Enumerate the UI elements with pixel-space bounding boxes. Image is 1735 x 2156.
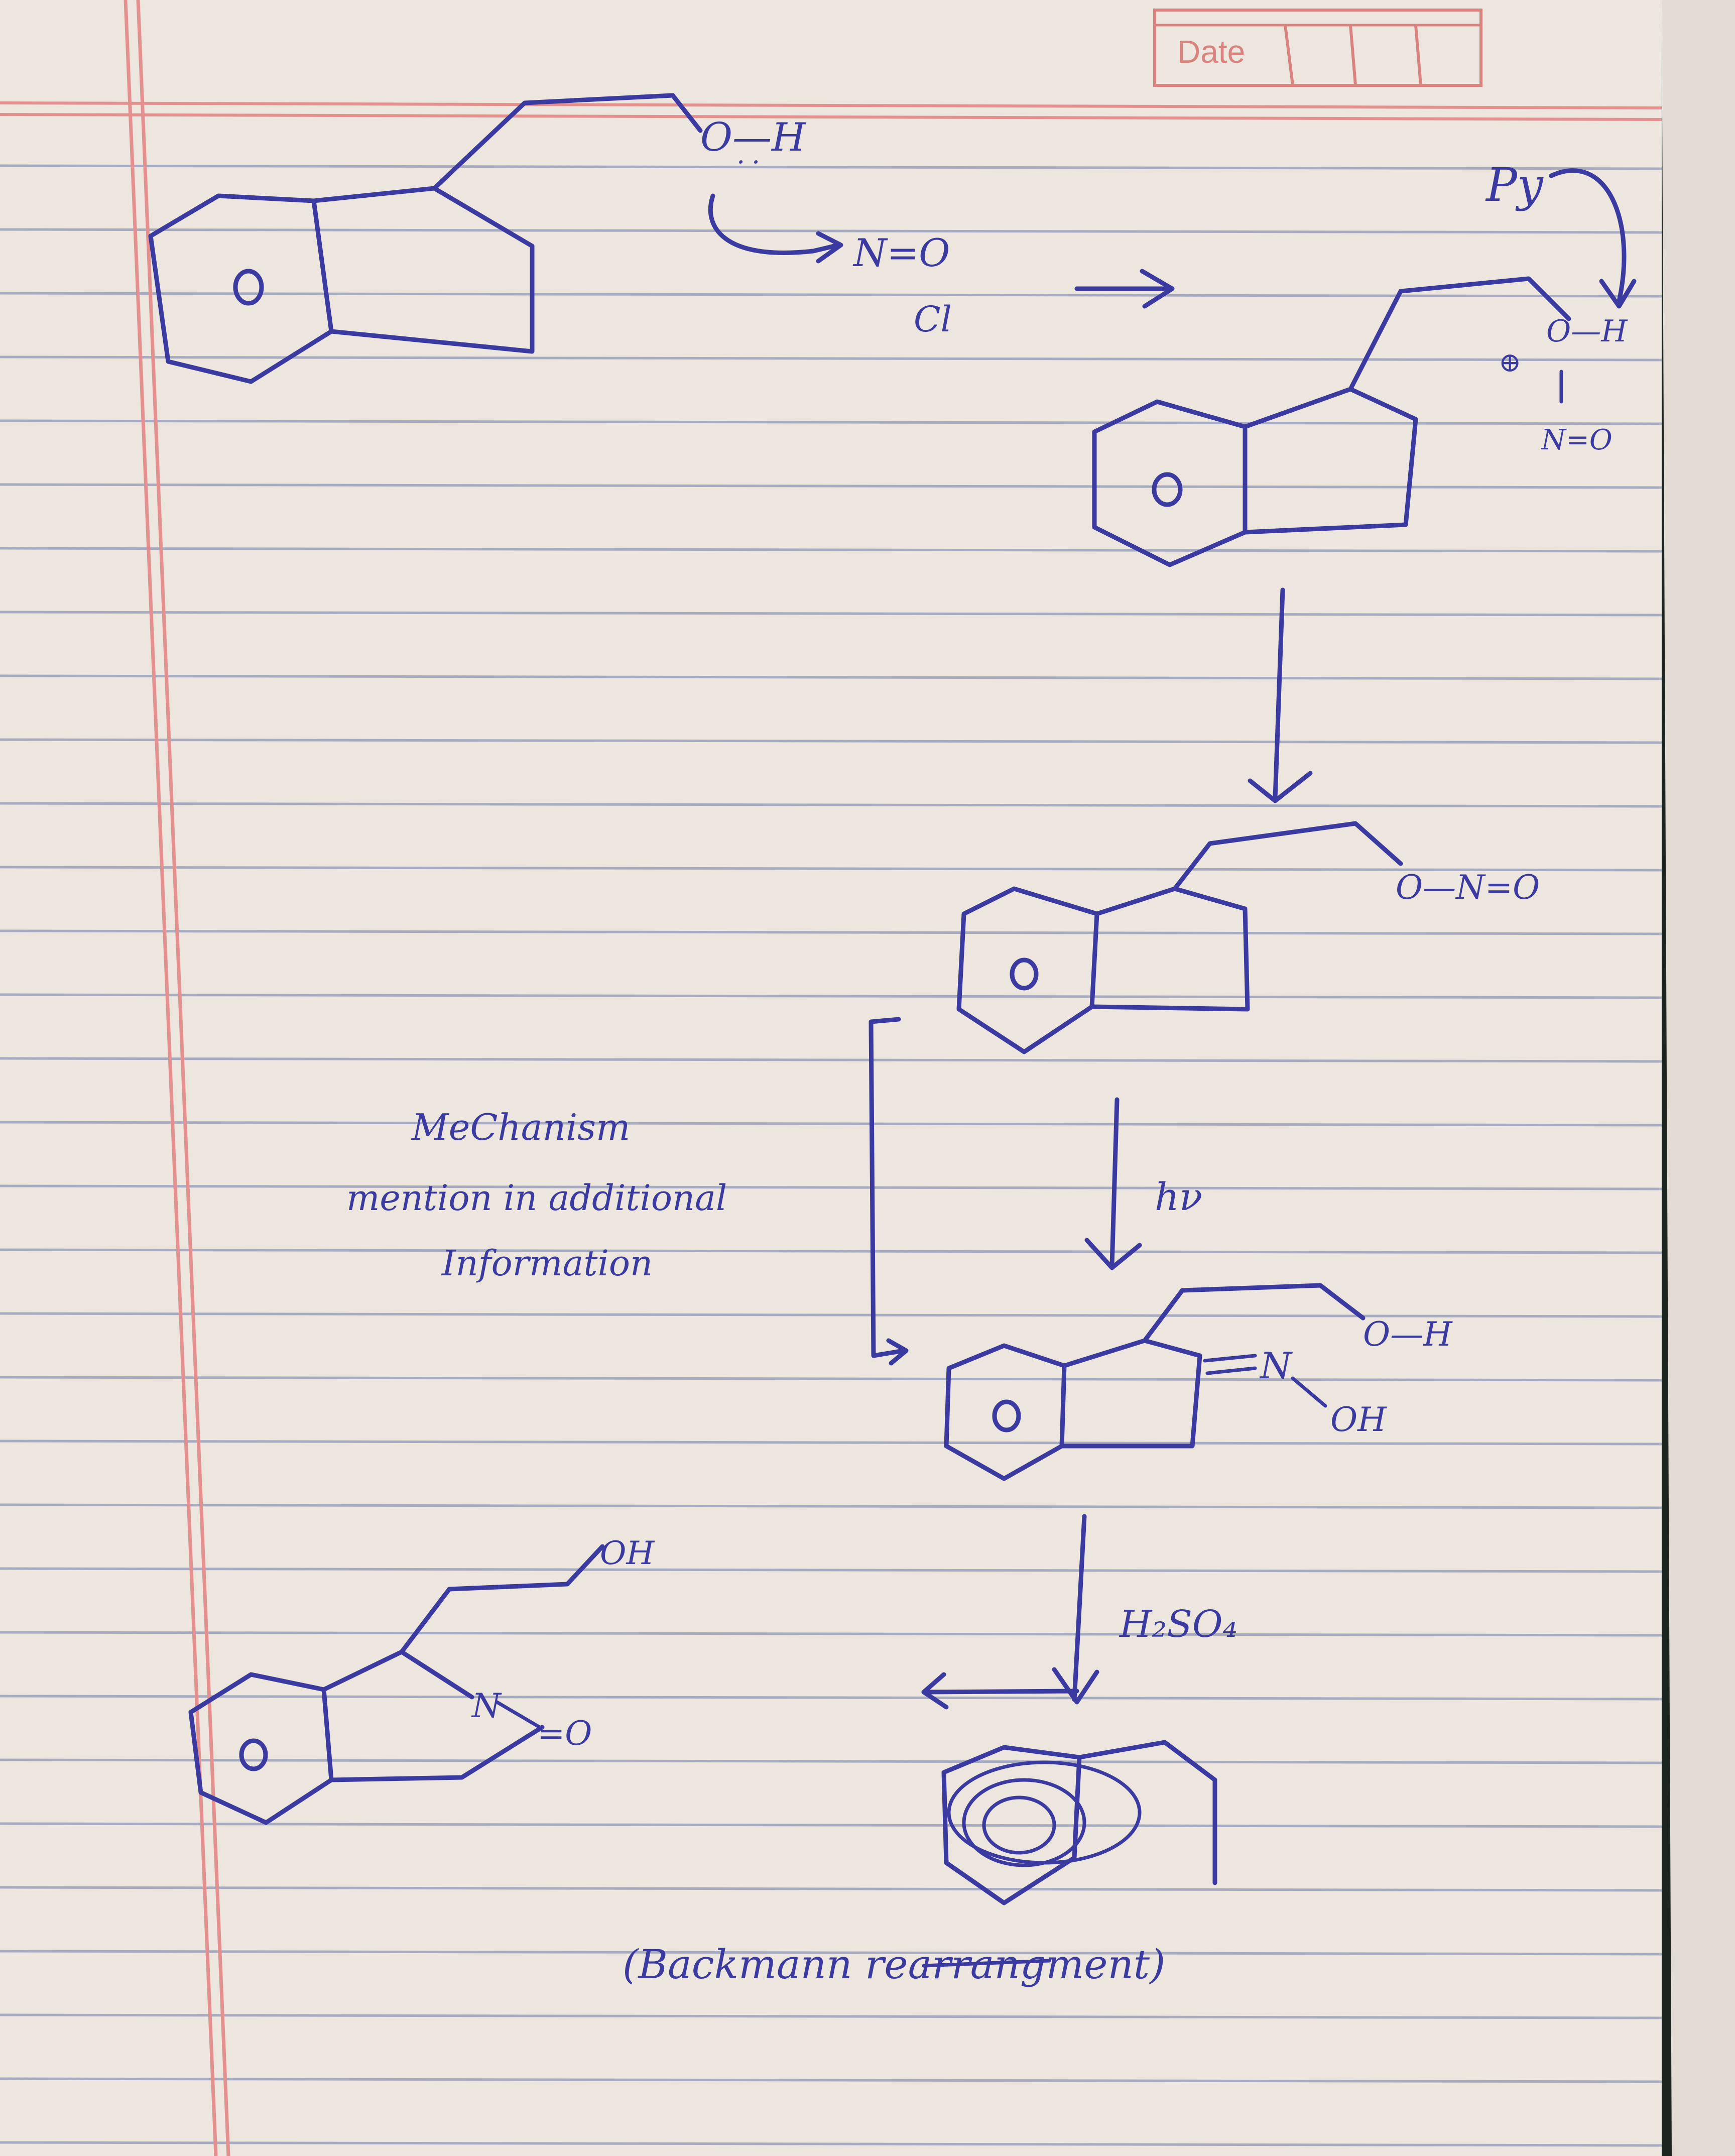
ruled-line [0, 1184, 1662, 1190]
reagent-pyridine: Py [1485, 158, 1637, 309]
pyridine-label: Py [1485, 158, 1544, 212]
ruled-line [0, 483, 1662, 489]
positive-charge: ⊕ [1499, 346, 1521, 378]
five-membered-ring [311, 186, 535, 354]
carbonyl-label: =O [537, 1714, 592, 1753]
ruled-line [0, 1440, 1662, 1446]
intermediate-1: ⊕ O—H N=O [1092, 276, 1628, 567]
ruled-line [0, 1567, 1662, 1573]
c-n-double-bond-b [1205, 1366, 1257, 1375]
side-chain [1142, 1283, 1366, 1343]
ruled-line [0, 674, 1662, 680]
note-line-3: Information [441, 1243, 653, 1284]
scribbled-structure [941, 1740, 1217, 1905]
starting-material: O—H ˙˙ [148, 93, 843, 384]
intermediate-2: O—N=O [956, 821, 1540, 1054]
strikethrough [922, 1959, 1051, 1968]
hydroxyl-label: O—H [1363, 1315, 1453, 1354]
aromatic-circle-icon [1010, 957, 1039, 991]
chloride-label: Cl [914, 299, 952, 340]
ruled-line [0, 802, 1662, 808]
five-membered-ring [1059, 1338, 1202, 1449]
ruled-line [0, 2077, 1662, 2083]
ruled-line [0, 1248, 1662, 1254]
ruled-line [0, 547, 1662, 553]
ruled-line [0, 1950, 1662, 1956]
intermediate-3: O—H N OH [944, 1283, 1453, 1481]
ruled-line [0, 1057, 1662, 1063]
ruled-line [0, 1822, 1662, 1828]
aromatic-circle-icon [992, 1399, 1021, 1432]
lone-pair-dots: ˙˙ [730, 156, 761, 191]
side-chain [1348, 276, 1571, 392]
pyridine-arrow-head [1599, 279, 1637, 309]
caption-text: (Backmann rearrangment) [623, 1941, 1165, 1988]
ruled-line [0, 1631, 1662, 1637]
reaction-arrow-1-head [1140, 269, 1175, 309]
paper [0, 0, 1662, 2156]
ruled-line [0, 292, 1662, 298]
side-chain [1172, 821, 1403, 891]
hydroxyl-label: O—H [700, 115, 807, 160]
mechanism-note: MeChanism mention in additional Informat… [346, 1106, 727, 1284]
five-membered-ring [1089, 886, 1250, 1012]
ruled-line [0, 1121, 1662, 1127]
aromatic-circle-icon [1152, 472, 1183, 507]
ruled-line [0, 929, 1662, 935]
reaction-arrow-4: H₂SO₄ [921, 1514, 1237, 1710]
reagent-nocl: N=O Cl [852, 230, 1175, 340]
note-line-1: MeChanism [411, 1106, 630, 1148]
next-page-edge [1662, 0, 1735, 2156]
ruled-line [0, 164, 1662, 170]
ruled-line [0, 419, 1662, 425]
ruled-line [0, 228, 1662, 234]
ruled-line [0, 1886, 1662, 1892]
ruled-line [0, 1758, 1662, 1764]
curved-arrow-head [816, 231, 843, 264]
rearrangement-caption: (Backmann rearrangment) [623, 1941, 1165, 1988]
aromatic-circle-icon [233, 269, 264, 306]
ruled-lines [0, 164, 1662, 2147]
oxime-nitrogen: N [1259, 1345, 1293, 1387]
aromatic-circle-icon [239, 1738, 268, 1771]
mechanism-bracket [869, 1017, 909, 1366]
five-membered-ring [1243, 387, 1418, 535]
acid-label: H₂SO₄ [1119, 1603, 1237, 1646]
lactam-nitrogen: N [471, 1687, 502, 1725]
ruled-line [0, 866, 1662, 872]
ruled-line [0, 993, 1662, 999]
nitrite-ester-label: O—N=O [1396, 868, 1540, 907]
side-chain [432, 93, 703, 191]
ruled-line [0, 1376, 1662, 1382]
side-chain [399, 1544, 605, 1654]
nitroso-label: N=O [852, 230, 950, 275]
oxime-hydroxyl: OH [1330, 1400, 1387, 1439]
n-o-bond [1291, 1376, 1327, 1408]
product-lactam: N =O OH [188, 1535, 655, 1825]
date-label: Date [1177, 34, 1245, 70]
ruled-line [0, 2013, 1662, 2019]
note-line-2: mention in additional [346, 1177, 727, 1219]
date-box: Date [1153, 9, 1482, 87]
ring-bond-bottom [329, 1725, 545, 1782]
reaction-arrow-2 [1248, 587, 1313, 803]
curved-attack-arrow [708, 193, 841, 255]
ruled-line [0, 355, 1662, 362]
ruled-line [0, 1312, 1662, 1318]
ruled-line [0, 2141, 1662, 2147]
ruled-line [0, 738, 1662, 744]
hydroxyl-label: OH [600, 1535, 655, 1572]
ruled-line [0, 1503, 1662, 1509]
oxonium-label: O—H [1546, 314, 1628, 349]
ruled-line [0, 611, 1662, 617]
photolysis-label: hν [1155, 1174, 1202, 1219]
n-c-bond [495, 1700, 542, 1729]
nitroso-label: N=O [1540, 424, 1613, 456]
pyridine-curved-arrow [1549, 168, 1627, 304]
c-n-double-bond-a [1203, 1354, 1257, 1363]
reaction-arrow-3: hν [1084, 1097, 1202, 1270]
ruled-line [0, 1695, 1662, 1701]
